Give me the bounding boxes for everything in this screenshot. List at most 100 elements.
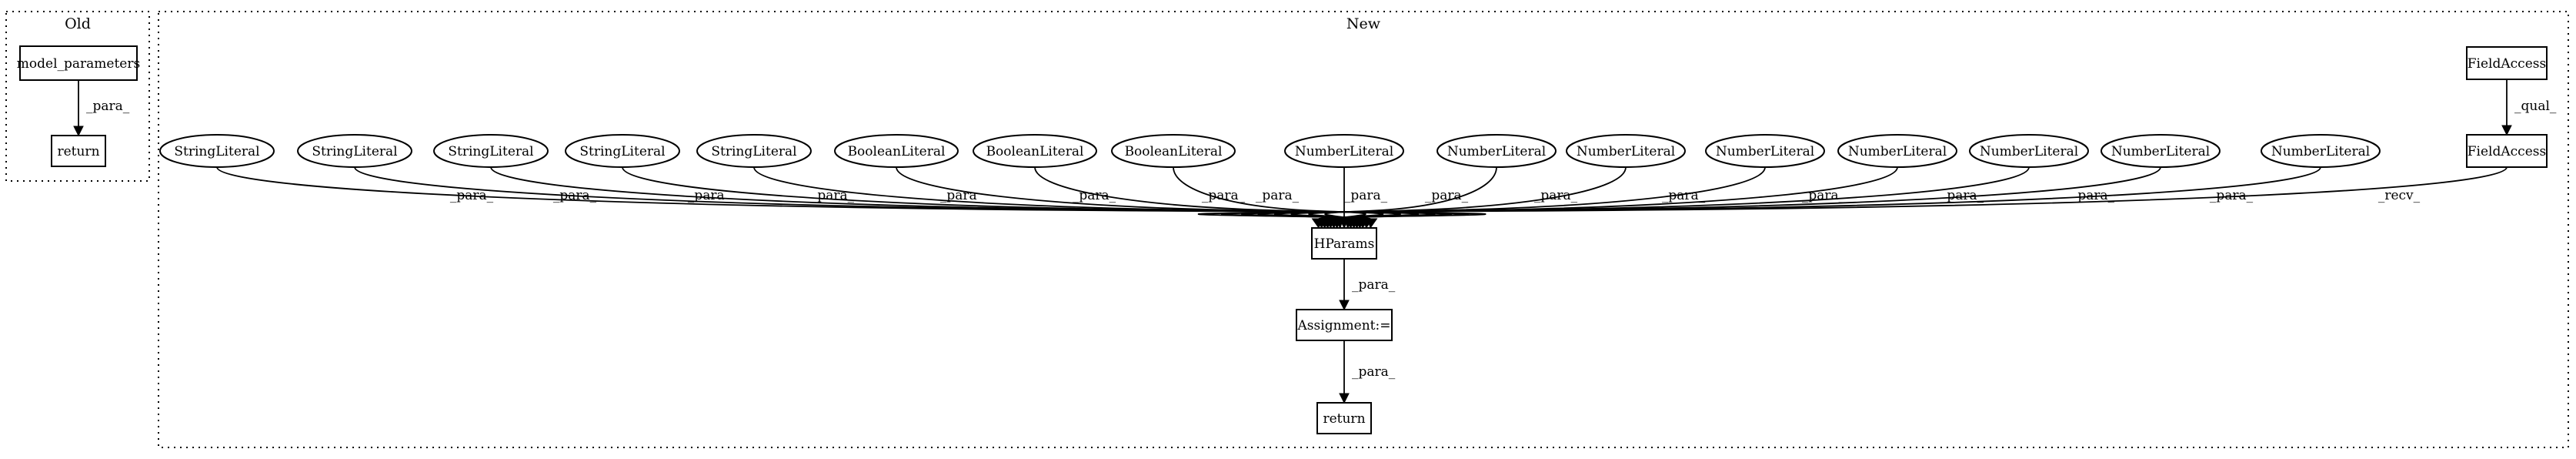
node-ellipse [1705, 134, 1825, 168]
node-n8[interactable]: NumberLiteral [2261, 134, 2381, 168]
node-ellipse [433, 134, 549, 168]
edge-label: _para_ [940, 188, 984, 203]
node-b3[interactable]: BooleanLiteral [1111, 134, 1236, 168]
node-label: NumberLiteral [2111, 144, 2210, 159]
node-label: FieldAccess [2468, 144, 2546, 159]
node-s1[interactable]: StringLiteral [159, 134, 275, 168]
node-box [51, 135, 106, 167]
node-label: StringLiteral [711, 144, 796, 159]
node-label: StringLiteral [312, 144, 397, 159]
node-ellipse [696, 134, 812, 168]
edge-label: _para_ [2071, 188, 2115, 203]
arrowhead [73, 126, 84, 137]
node-fa_mid[interactable]: FieldAccess [2466, 134, 2548, 168]
node-label: BooleanLiteral [1125, 144, 1223, 159]
nodes-layer: model_parametersreturnFieldAccessStringL… [17, 45, 2548, 434]
node-n5[interactable]: NumberLiteral [1837, 134, 1957, 168]
node-ellipse [297, 134, 412, 168]
edge-label: _para_ [86, 99, 130, 114]
arrowhead [1339, 300, 1350, 311]
node-label: NumberLiteral [1447, 144, 1546, 159]
edge-label: _para_ [1534, 188, 1578, 203]
node-assign[interactable]: Assignment:= [1296, 309, 1393, 341]
node-ellipse [2261, 134, 2381, 168]
node-s4[interactable]: StringLiteral [565, 134, 680, 168]
node-box [19, 45, 138, 81]
edge-label: _para_ [1202, 188, 1246, 203]
node-label: NumberLiteral [1577, 144, 1675, 159]
cluster-new-label: New [1346, 15, 1381, 32]
cluster-old-box [5, 11, 150, 182]
node-label: NumberLiteral [1295, 144, 1393, 159]
node-label: BooleanLiteral [986, 144, 1084, 159]
node-label: FieldAccess [2468, 56, 2546, 72]
node-n6[interactable]: NumberLiteral [1969, 134, 2089, 168]
clusters-layer: Old New [5, 11, 2569, 448]
edge-label: _para_ [1256, 188, 1300, 203]
node-box [1296, 309, 1393, 341]
node-box [1316, 402, 1372, 434]
node-b1[interactable]: BooleanLiteral [834, 134, 959, 168]
node-return_old[interactable]: return [51, 135, 106, 167]
node-s3[interactable]: StringLiteral [433, 134, 549, 168]
arrowhead [2501, 125, 2512, 136]
node-n3[interactable]: NumberLiteral [1566, 134, 1686, 168]
edge-label: _para_ [1352, 364, 1396, 380]
node-label: Assignment:= [1297, 318, 1391, 333]
node-ellipse [565, 134, 680, 168]
edge-label: _para_ [1940, 188, 1984, 203]
node-label: NumberLiteral [1848, 144, 1947, 159]
edge-fa_mid-to-hparams [1197, 166, 2508, 219]
node-ellipse [834, 134, 959, 168]
node-label: model_parameters [17, 56, 140, 72]
edge-label: _para_ [2210, 188, 2254, 203]
edge-label: _para_ [1425, 188, 1469, 203]
node-label: HParams [1314, 236, 1375, 252]
node-n2[interactable]: NumberLiteral [1436, 134, 1557, 168]
node-label: NumberLiteral [2271, 144, 2370, 159]
node-model_parameters[interactable]: model_parameters [17, 45, 140, 81]
node-label: BooleanLiteral [848, 144, 946, 159]
node-ellipse [1566, 134, 1686, 168]
edge-label: _qual_ [2514, 99, 2557, 114]
node-hparams[interactable]: HParams [1311, 227, 1377, 260]
node-box [2466, 134, 2548, 168]
node-ellipse [1969, 134, 2089, 168]
edge-label: _para_ [450, 188, 494, 203]
edge-label: _para_ [553, 188, 597, 203]
node-s5[interactable]: StringLiteral [696, 134, 812, 168]
node-fa_top[interactable]: FieldAccess [2466, 46, 2548, 80]
node-n4[interactable]: NumberLiteral [1705, 134, 1825, 168]
edge-label: _para_ [1352, 277, 1396, 293]
node-ellipse [159, 134, 275, 168]
node-label: NumberLiteral [1716, 144, 1814, 159]
node-label: NumberLiteral [1980, 144, 2078, 159]
node-label: StringLiteral [448, 144, 533, 159]
node-ellipse [1284, 134, 1404, 168]
cluster-old-label: Old [65, 15, 91, 32]
node-b2[interactable]: BooleanLiteral [973, 134, 1097, 168]
edge-b3-to-hparams [1173, 166, 1366, 219]
node-box [1311, 227, 1377, 260]
node-label: return [1323, 411, 1365, 427]
node-ellipse [1436, 134, 1557, 168]
edge-b2-to-hparams [1034, 166, 1384, 219]
edge-label: _para_ [1662, 188, 1706, 203]
node-s2[interactable]: StringLiteral [297, 134, 412, 168]
edge-label: _para_ [1344, 188, 1388, 203]
node-ellipse [1111, 134, 1236, 168]
node-box [2466, 46, 2548, 80]
node-ellipse [2101, 134, 2221, 168]
edges-layer: _para_ _qual_ _para_ _para_ _para_ _para_ _par… [73, 79, 2557, 404]
node-label: StringLiteral [174, 144, 259, 159]
edge-label: _recv_ [2378, 188, 2421, 203]
node-n1[interactable]: NumberLiteral [1284, 134, 1404, 168]
cluster-new-box [158, 11, 2569, 448]
node-n7[interactable]: NumberLiteral [2101, 134, 2221, 168]
arrowhead [1366, 218, 1378, 230]
node-return_new[interactable]: return [1316, 402, 1372, 434]
node-label: StringLiteral [579, 144, 665, 159]
node-ellipse [973, 134, 1097, 168]
edge-label: _para_ [688, 188, 732, 203]
